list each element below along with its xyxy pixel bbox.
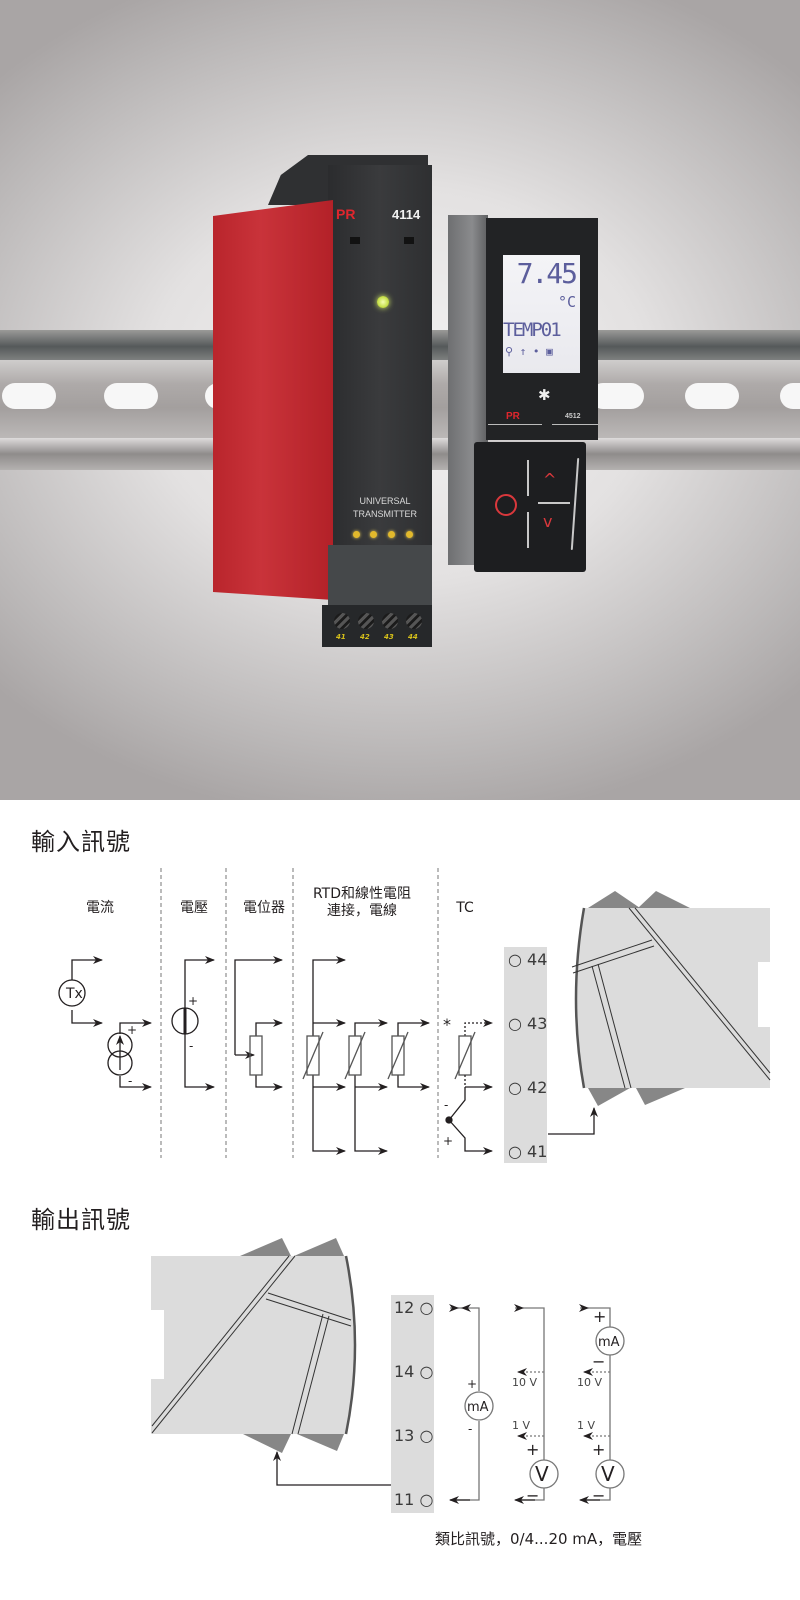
output-caption: 類比訊號，0/4...20 mA，電壓 [435, 1530, 643, 1548]
category-potentiometer: 電位器 [243, 900, 285, 916]
lcd-screen: 7.45 °C TEMP01 ⚲ ↑ • ▣ [503, 255, 580, 373]
svg-text:mA: mA [598, 1335, 620, 1350]
status-led-icon [377, 296, 389, 308]
screw-icon [406, 613, 422, 629]
svg-text:+: + [127, 1023, 137, 1037]
input-section-title: 輸入訊號 [31, 828, 131, 856]
svg-text:+: + [592, 1440, 605, 1459]
svg-text:−: − [592, 1352, 605, 1371]
svg-text:+: + [188, 994, 198, 1008]
svg-text:-: - [444, 1098, 448, 1112]
yellow-led-icon [406, 531, 413, 538]
input-terminal-41: ○ 41 [508, 1142, 548, 1161]
lcd-unit: °C [557, 293, 576, 311]
product-photo: PR 4114 UNIVERSAL TRANSMITTER 41 42 43 4… [0, 0, 800, 800]
input-wiring-diagram: Tx + - + - * - + [58, 868, 771, 1158]
svg-text:V: V [601, 1462, 615, 1486]
input-terminal-42: ○ 42 [508, 1078, 548, 1097]
transmitter-model: 4114 [392, 207, 421, 222]
svg-text:1 V: 1 V [512, 1419, 530, 1432]
svg-text:+: + [443, 1134, 453, 1148]
svg-text:1 V: 1 V [577, 1419, 595, 1432]
svg-text:10 V: 10 V [512, 1376, 537, 1389]
transmitter-red-side [213, 200, 333, 600]
category-tc: TC [456, 900, 474, 916]
output-section-title: 輸出訊號 [31, 1206, 131, 1234]
lcd-status-icons: ⚲ ↑ • ▣ [505, 345, 553, 358]
output-terminal-12: 12 ○ [394, 1298, 434, 1317]
screw-icon [334, 613, 350, 629]
output-terminal-11: 11 ○ [394, 1490, 434, 1509]
yellow-led-icon [353, 531, 360, 538]
svg-text:+: + [467, 1377, 477, 1391]
svg-text:−: − [526, 1486, 539, 1505]
input-terminal-strip [504, 947, 547, 1163]
svg-text:10 V: 10 V [577, 1376, 602, 1389]
category-rtd: RTD和線性電阻 連接，電線 [312, 886, 412, 919]
transmitter-front [328, 165, 432, 605]
display-brand-logo: PR [506, 411, 520, 422]
input-terminal-44: ○ 44 [508, 950, 548, 969]
svg-text:-: - [468, 1422, 472, 1436]
output-terminal-13: 13 ○ [394, 1426, 434, 1445]
category-current: 電流 [86, 900, 114, 916]
down-key-icon[interactable]: v [543, 512, 553, 531]
input-terminal-43: ○ 43 [508, 1014, 548, 1033]
svg-text:−: − [592, 1486, 605, 1505]
screw-icon [358, 613, 374, 629]
yellow-led-icon [370, 531, 377, 538]
svg-text:V: V [535, 1462, 549, 1486]
transmitter-brand-logo: PR [336, 206, 356, 222]
lcd-tag: TEMP01 [503, 319, 562, 341]
bluetooth-icon: ✱ [538, 386, 551, 404]
svg-text:+: + [593, 1307, 606, 1326]
keypad [474, 442, 586, 572]
enter-key-icon[interactable] [495, 494, 517, 516]
screw-icon [382, 613, 398, 629]
category-voltage: 電壓 [180, 900, 208, 916]
up-key-icon[interactable]: ^ [543, 470, 557, 489]
output-wiring-diagram: mA V mA V + - + − + − + − 10 V 1 V 10 V … [151, 1238, 625, 1505]
svg-text:mA: mA [467, 1400, 489, 1415]
svg-text:*: * [443, 1015, 451, 1034]
transmitter-label: UNIVERSAL TRANSMITTER [353, 496, 417, 519]
svg-text:-: - [128, 1074, 132, 1088]
display-model: 4512 [565, 413, 581, 420]
output-terminal-14: 14 ○ [394, 1362, 434, 1381]
terminal-block: 41 42 43 44 [322, 605, 432, 647]
output-terminal-strip [391, 1295, 434, 1513]
svg-text:-: - [189, 1039, 193, 1053]
svg-text:Tx: Tx [65, 986, 83, 1002]
lcd-value: 7.45 [516, 257, 578, 290]
svg-text:+: + [526, 1440, 539, 1459]
yellow-led-icon [388, 531, 395, 538]
